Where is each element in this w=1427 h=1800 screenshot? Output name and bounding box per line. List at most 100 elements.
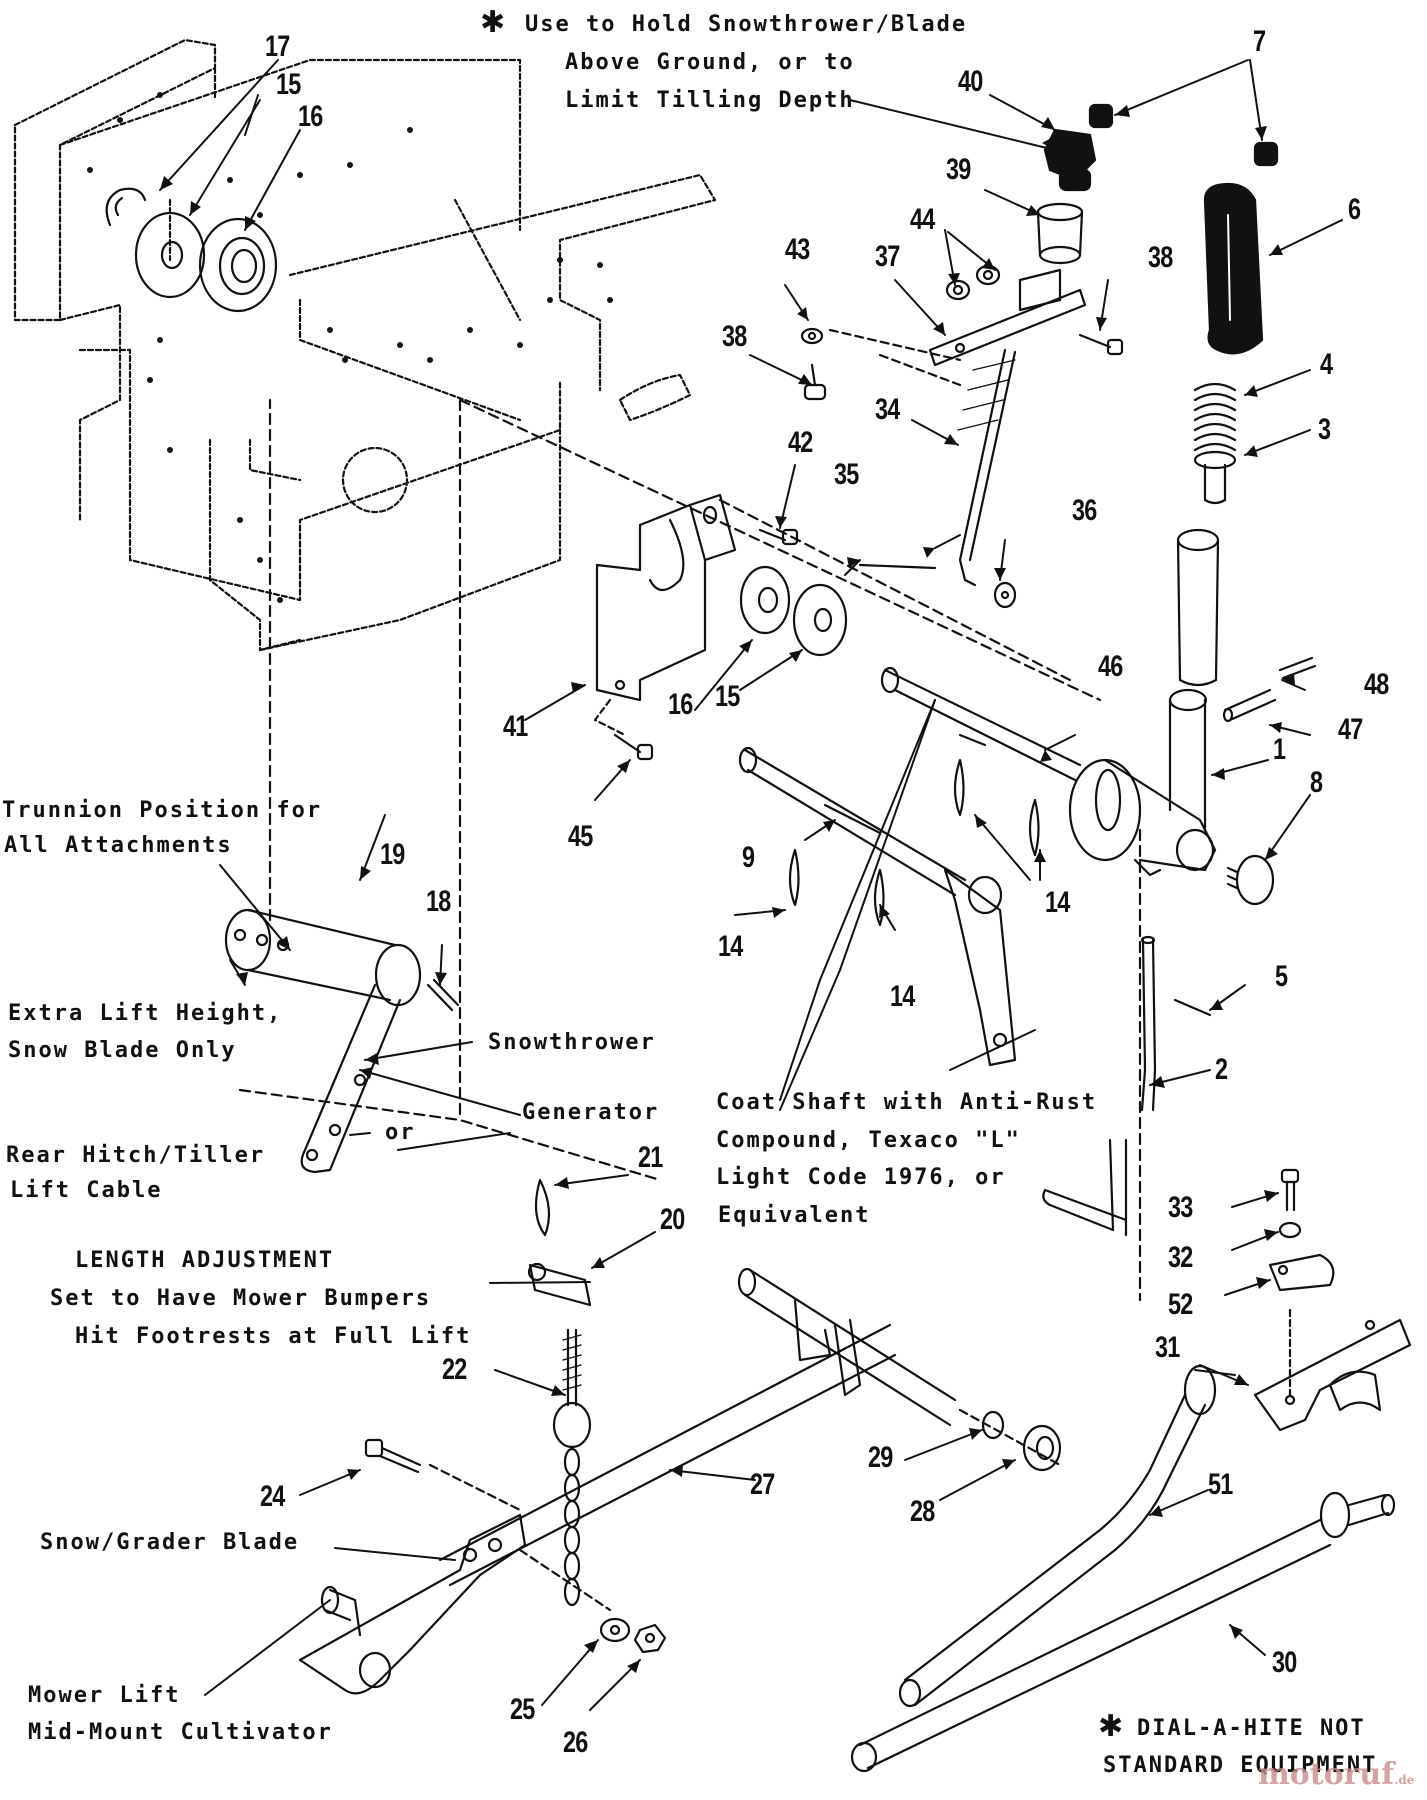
- part-32-washer: [1278, 1221, 1302, 1239]
- part-41-bracket: [595, 493, 737, 702]
- callout-24: 24: [260, 1480, 285, 1513]
- asterisk-icon-footnote: ✱: [1098, 1709, 1124, 1744]
- part-47-pin: [1222, 688, 1277, 723]
- callout-25: 25: [510, 1693, 535, 1726]
- callout-8: 8: [1310, 766, 1323, 799]
- part-31-bracket: [1253, 1318, 1412, 1432]
- note-hold-line3: Limit Tilling Depth: [565, 88, 855, 113]
- callout-16-right: 16: [668, 688, 693, 721]
- axis-line-2: [718, 498, 1072, 682]
- note-coat-line3: Light Code 1976, or: [716, 1165, 1006, 1190]
- callout-39: 39: [946, 153, 971, 186]
- part-8-cap: [1226, 854, 1275, 906]
- part-16-washer-right: [739, 565, 791, 635]
- callout-14-left: 14: [718, 930, 743, 963]
- note-hold-line2: Above Ground, or to: [565, 50, 855, 75]
- callout-40: 40: [958, 65, 983, 98]
- part-21-clip: [534, 1178, 551, 1237]
- part-51-tube: [898, 1364, 1217, 1708]
- leader-lines: [159, 59, 1343, 1711]
- part-34-rod: [957, 348, 1017, 587]
- callout-15: 15: [276, 68, 301, 101]
- callout-41: 41: [503, 710, 528, 743]
- callout-20: 20: [660, 1203, 685, 1236]
- part-35-pin: [858, 563, 937, 570]
- note-dial-line2: STANDARD EQUIPMENT: [1103, 1753, 1378, 1778]
- part-38-bolts: [803, 333, 1124, 401]
- part-14-pins: [788, 758, 1040, 927]
- callout-14-right: 14: [1045, 886, 1070, 919]
- label-snow-grader-blade: Snow/Grader Blade: [40, 1530, 300, 1555]
- callout-2: 2: [1215, 1053, 1228, 1086]
- part-24-bolt: [364, 1438, 422, 1474]
- dash-19: [238, 1088, 662, 1182]
- part-9-shaft: [738, 746, 1017, 1067]
- asterisk-icon: ✱: [480, 5, 506, 40]
- dash-41: [593, 698, 627, 737]
- part-37-plate: [928, 268, 1087, 367]
- part-tube: [1176, 528, 1220, 687]
- callout-27: 27: [750, 1468, 775, 1501]
- callout-9: 9: [742, 841, 755, 874]
- frame-plates: [13, 38, 717, 652]
- note-trunnion-line1: Trunnion Position for: [2, 798, 323, 823]
- callout-47: 47: [1338, 713, 1363, 746]
- callout-38-left: 38: [722, 320, 747, 353]
- callout-29: 29: [868, 1441, 893, 1474]
- part-7-caps: [1088, 103, 1279, 167]
- callout-33: 33: [1168, 1191, 1193, 1224]
- part-43-washer: [800, 327, 824, 345]
- label-generator: Generator: [522, 1100, 660, 1125]
- callout-18: 18: [426, 885, 451, 918]
- part-3-bushing: [1193, 450, 1237, 505]
- callout-48: 48: [1364, 668, 1389, 701]
- note-extra-line2: Snow Blade Only: [8, 1038, 237, 1063]
- note-coat-line4: Equivalent: [718, 1203, 871, 1228]
- part-28-bushing: [1022, 1424, 1062, 1472]
- note-length-line2: Set to Have Mower Bumpers: [50, 1286, 432, 1311]
- callout-26: 26: [563, 1726, 588, 1759]
- note-length-title: LENGTH ADJUSTMENT: [75, 1248, 335, 1273]
- part-29-clip: [981, 1410, 1005, 1440]
- part-45-bolt: [613, 733, 654, 761]
- callout-38-right: 38: [1148, 241, 1173, 274]
- note-mower-line1: Mower Lift: [28, 1683, 181, 1708]
- part-48-pin: [1278, 656, 1317, 680]
- callout-19: 19: [380, 838, 405, 871]
- part-5-pin: [1173, 998, 1212, 1017]
- callout-7: 7: [1253, 25, 1266, 58]
- part-52-clamp: [1268, 1253, 1335, 1292]
- part-25-washer: [599, 1617, 631, 1643]
- callout-5: 5: [1275, 960, 1288, 993]
- dash-38-43: [828, 328, 962, 387]
- part-15-washer-right: [792, 583, 848, 657]
- callout-52: 52: [1168, 1288, 1193, 1321]
- callout-37: 37: [875, 240, 900, 273]
- dash-24: [428, 1463, 612, 1612]
- callout-51: 51: [1208, 1468, 1233, 1501]
- part-17-clip: [105, 187, 147, 227]
- axis-line: [458, 398, 1102, 702]
- callout-15-right: 15: [715, 680, 740, 713]
- note-rear-line1: Rear Hitch/Tiller: [6, 1143, 266, 1168]
- callout-4: 4: [1320, 348, 1333, 381]
- callout-6: 6: [1348, 193, 1361, 226]
- part-44-nuts: [945, 264, 1001, 301]
- part-16-bearing: [198, 217, 278, 313]
- arrowheads: [160, 105, 1295, 1673]
- callout-16: 16: [298, 100, 323, 133]
- callout-22: 22: [442, 1353, 467, 1386]
- frame-holes: [87, 92, 613, 603]
- callout-3: 3: [1318, 413, 1331, 446]
- part-22-eyebolt: [552, 1328, 592, 1449]
- callout-46: 46: [1098, 650, 1123, 683]
- callout-14-mid: 14: [890, 980, 915, 1013]
- callout-28: 28: [910, 1495, 935, 1528]
- part-30-tube: [850, 1491, 1396, 1773]
- callout-30: 30: [1272, 1646, 1297, 1679]
- note-length-line3: Hit Footrests at Full Lift: [75, 1324, 472, 1349]
- callout-35: 35: [834, 458, 859, 491]
- note-dial-line1: DIAL-A-HITE NOT: [1137, 1716, 1366, 1741]
- part-33-bolt: [1280, 1168, 1300, 1212]
